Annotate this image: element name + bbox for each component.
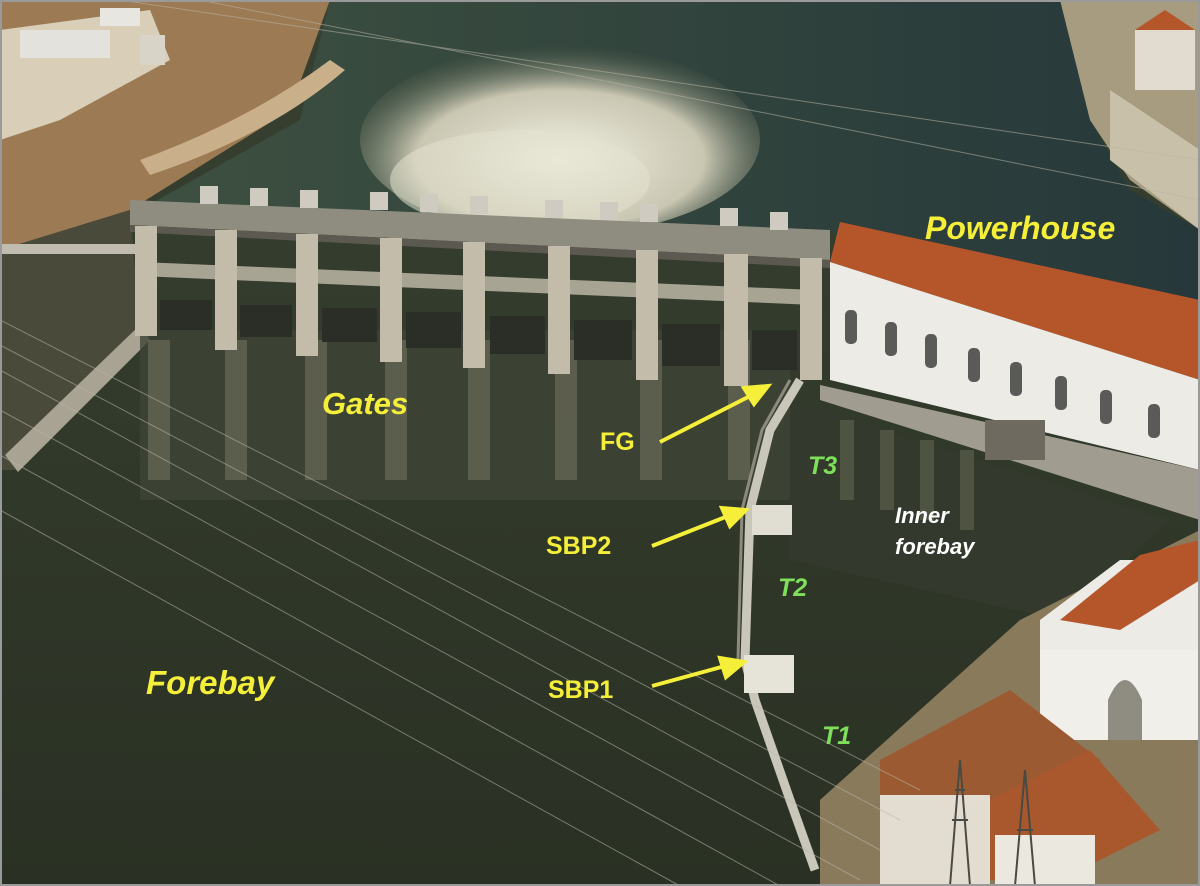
- arrow-sbp2: [651, 514, 729, 548]
- dam-deck: [130, 200, 830, 260]
- label-t2: T2: [778, 574, 808, 602]
- label-arrows: [651, 383, 773, 688]
- power-pylons: [949, 759, 1036, 886]
- arrow-fg-head: [740, 383, 773, 408]
- sbp1-structure: [744, 655, 794, 693]
- arrow-sbp1: [651, 664, 726, 688]
- label-fg: FG: [600, 428, 635, 456]
- left-walkway: [5, 325, 150, 472]
- arrow-sbp1-head: [717, 655, 749, 681]
- label-inner-forebay-line1: Inner: [895, 503, 949, 528]
- label-sbp2: SBP2: [546, 532, 612, 560]
- label-forebay: Forebay: [146, 664, 275, 701]
- powerhouse-roof: [830, 222, 1200, 380]
- dam-piers: [135, 226, 822, 386]
- left-lower-bank: [0, 210, 140, 470]
- sbp2-structure: [752, 505, 792, 535]
- label-gates: Gates: [322, 386, 409, 421]
- arrow-sbp2-head: [718, 505, 751, 530]
- label-t1: T1: [822, 722, 852, 750]
- label-sbp1: SBP1: [548, 676, 614, 704]
- gate-machinery: [200, 186, 788, 230]
- label-t3: T3: [808, 452, 838, 480]
- label-powerhouse: Powerhouse: [925, 210, 1116, 246]
- arrow-fg: [659, 393, 753, 444]
- label-inner-forebay-line2: forebay: [895, 534, 975, 559]
- powerhouse-windows: [845, 310, 1160, 438]
- bank-road: [140, 60, 345, 175]
